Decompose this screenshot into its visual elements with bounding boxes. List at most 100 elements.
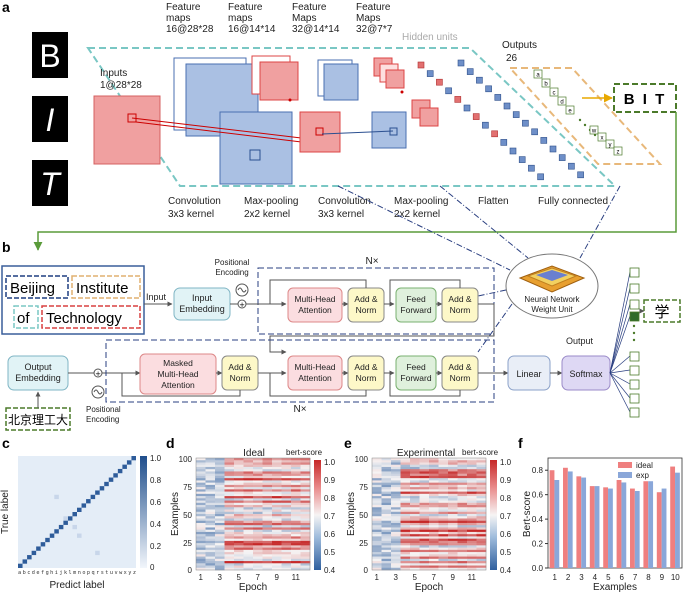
heatmap-cell	[438, 525, 449, 528]
heatmap-cell	[262, 552, 273, 555]
heatmap-cell	[438, 552, 449, 555]
heatmap-cell	[215, 547, 225, 551]
heatmap-cell	[300, 529, 311, 533]
heatmap-cell	[224, 549, 235, 553]
heatmap-cell	[291, 480, 301, 483]
heatmap-cell	[234, 540, 244, 544]
heatmap-cell	[391, 534, 401, 537]
heatmap-x-tick: 3	[394, 573, 399, 582]
heatmap-cell	[224, 482, 235, 486]
heatmap-cell	[224, 540, 235, 544]
heatmap-cell	[419, 498, 430, 501]
heatmap-cell	[205, 491, 216, 495]
heatmap-cell	[262, 536, 273, 539]
heatmap-cell	[457, 511, 468, 515]
d-y-25: 25	[183, 539, 192, 548]
heatmap-cell	[262, 471, 273, 474]
heatmap-cell	[476, 525, 487, 528]
heatmap-cell	[419, 545, 430, 548]
e-y-50: 50	[359, 511, 368, 520]
heatmap-cell	[253, 545, 263, 548]
heatmap-cell	[272, 493, 282, 497]
input-letter-images: B I T	[32, 32, 68, 206]
feature-map-2-mid	[259, 61, 299, 101]
heatmap-cell	[253, 527, 263, 530]
heatmap-e-cells	[372, 458, 487, 571]
output-letter-box	[565, 105, 575, 115]
heatmap-cell	[419, 489, 430, 492]
output-letter: z	[617, 150, 620, 156]
heatmap-cell	[205, 545, 216, 548]
heatmap-cell	[448, 491, 458, 495]
word-box-4	[41, 305, 141, 329]
e-cb-5: 0.6	[500, 530, 512, 539]
fm2-l2: maps	[228, 13, 252, 24]
heatmap-cell	[262, 462, 273, 466]
heatmap-cell	[262, 516, 273, 519]
heatmap-cell	[457, 552, 468, 555]
pos-enc-bottom-l2: Encoding	[86, 415, 119, 424]
heatmap-cell	[372, 475, 382, 479]
heatmap-cell	[215, 464, 225, 468]
masked-mha-l3: Attention	[161, 380, 195, 390]
heatmap-cell	[448, 565, 458, 569]
heatmap-d-title: Ideal	[243, 448, 265, 459]
decoder-input-text: 北京理工大	[8, 413, 68, 427]
heatmap-cell	[272, 489, 282, 492]
heatmap-cell	[391, 487, 401, 490]
heatmap-cell	[419, 471, 430, 474]
heatmap-cell	[410, 563, 420, 566]
heatmap-cell	[429, 543, 439, 546]
heatmap-cell	[476, 538, 487, 542]
heatmap-cell	[391, 565, 401, 569]
heatmap-cell	[234, 482, 244, 486]
heatmap-cell	[410, 489, 420, 492]
heatmap-cell	[281, 529, 292, 533]
heatmap-cell	[381, 561, 392, 564]
heatmap-cell	[419, 552, 430, 555]
heatmap-cell	[281, 464, 292, 468]
e-cb-3: 0.8	[500, 494, 512, 503]
heatmap-cell	[400, 520, 411, 524]
heatmap-cell	[448, 514, 458, 517]
heatmap-cell	[253, 540, 263, 544]
heatmap-cell	[281, 516, 292, 519]
heatmap-cell	[281, 511, 292, 515]
heatmap-cell	[234, 527, 244, 530]
heatmap-cell	[215, 507, 225, 510]
heatmap-cell	[429, 482, 439, 486]
heatmap-cell	[448, 507, 458, 510]
heatmap-cell	[476, 554, 487, 557]
heatmap-cell	[410, 466, 420, 470]
heatmap-cell	[234, 547, 244, 551]
heatmap-cell	[391, 511, 401, 515]
heatmap-cell	[205, 534, 216, 537]
heatmap-cell	[196, 552, 206, 555]
heatmap-cell	[243, 538, 254, 542]
e-cb-2: 0.9	[500, 476, 512, 485]
heatmap-cell	[300, 498, 311, 501]
heatmap-cell	[372, 534, 382, 537]
output-node	[629, 283, 640, 294]
heatmap-cell	[372, 498, 382, 501]
heatmap-cell	[224, 505, 235, 508]
heatmap-cell	[476, 505, 487, 508]
heatmap-cell	[234, 475, 244, 479]
heatmap-cell	[467, 556, 477, 560]
heatmap-cell	[438, 543, 449, 546]
heatmap-cell	[381, 487, 392, 490]
bar-x-tick: 9	[660, 573, 665, 582]
dot	[578, 118, 582, 122]
output-letter: w	[591, 129, 597, 135]
heatmap-cell	[429, 498, 439, 501]
heatmap-cell	[243, 509, 254, 513]
heatmap-cell	[262, 547, 273, 551]
heatmap-cell	[215, 458, 225, 461]
heatmap-cell	[429, 538, 439, 542]
heatmap-cell	[281, 466, 292, 470]
heatmap-cell	[419, 502, 430, 506]
heatmap-cell	[291, 511, 301, 515]
heatmap-cell	[438, 498, 449, 501]
